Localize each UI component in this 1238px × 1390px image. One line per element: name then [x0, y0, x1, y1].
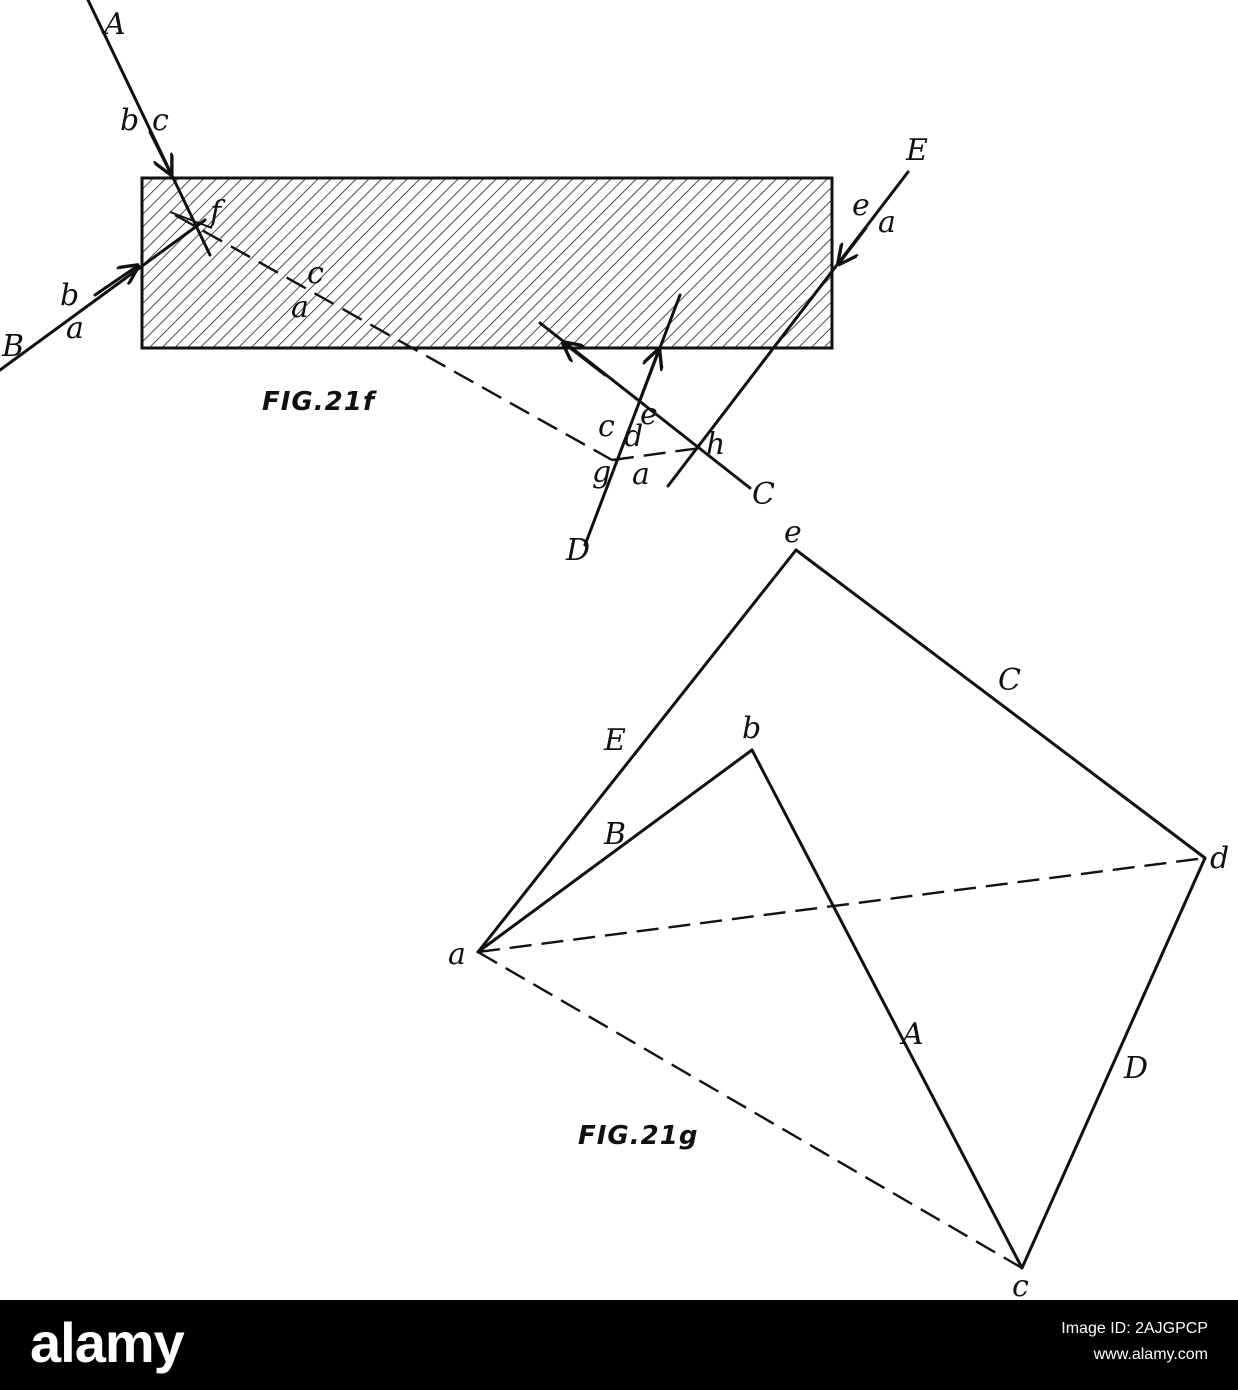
figure-21g: e b a d c E C B A D FIG.21g [448, 515, 1229, 1300]
label-C: C [752, 477, 775, 512]
brand-logo: alamy [30, 1311, 185, 1374]
force-line-e [666, 170, 910, 488]
segment-ba [476, 748, 754, 954]
site-url-text: www.alamy.com [1093, 1346, 1208, 1363]
dashed-ad [477, 856, 1206, 954]
side-label-C: C [998, 663, 1021, 698]
force-line-d [583, 293, 682, 547]
segment-ae [476, 548, 798, 954]
label-e-right: e [852, 188, 870, 223]
vertex-a: a [448, 937, 466, 972]
force-b-arrow [93, 267, 136, 297]
hatched-beam [140, 176, 834, 350]
dashed-line-fg [174, 213, 613, 462]
vertex-b: b [742, 711, 761, 746]
label-a-right: a [878, 205, 896, 240]
label-d-low: d [624, 419, 643, 454]
segment-dc [1020, 856, 1207, 1270]
diagram-canvas: A b c B b a f c a E e a c d e h g a C D … [0, 0, 1229, 1300]
force-c-arrow [565, 344, 607, 377]
force-line-a [86, 0, 212, 257]
force-a-arrow [148, 130, 170, 172]
label-h: h [706, 427, 725, 462]
watermark-footer: alamy Image ID: 2AJGPCP www.alamy.com [0, 1300, 1238, 1390]
label-b-top: b [120, 103, 139, 138]
label-a-mid: a [291, 290, 309, 325]
label-c-low: c [598, 409, 615, 444]
label-c-mid: c [307, 256, 324, 291]
dashed-ac [477, 950, 1023, 1270]
tick-f [169, 211, 213, 229]
side-label-E: E [603, 723, 626, 758]
vertex-d: d [1210, 841, 1229, 876]
side-label-B: B [603, 817, 626, 852]
caption-fig-21g: FIG.21g [578, 1121, 698, 1151]
label-c-top: c [152, 103, 169, 138]
side-label-A: A [899, 1017, 924, 1052]
side-label-D: D [1123, 1051, 1148, 1086]
label-a-low: a [632, 457, 650, 492]
label-e-low: e [640, 397, 658, 432]
image-info: Image ID: 2AJGPCP www.alamy.com [1061, 1316, 1208, 1368]
figure-21f: A b c B b a f c a E e a c d e h g a C D … [0, 0, 928, 568]
segment-ed [794, 548, 1207, 860]
vertex-e: e [784, 515, 802, 550]
vertex-c: c [1012, 1269, 1029, 1300]
label-A: A [101, 7, 126, 42]
label-B: B [1, 329, 24, 364]
force-d-arrow [638, 352, 658, 402]
caption-fig-21f: FIG.21f [262, 387, 378, 417]
dashed-line-gh [611, 446, 701, 462]
label-D: D [565, 533, 590, 568]
label-b-left: b [60, 278, 79, 313]
label-E: E [905, 133, 928, 168]
segment-cb [750, 748, 1024, 1270]
force-line-b [0, 218, 207, 372]
image-id-text: Image ID: 2AJGPCP [1061, 1320, 1208, 1337]
label-a-left: a [66, 311, 84, 346]
force-e-arrow [840, 226, 868, 262]
label-g: g [592, 455, 611, 490]
